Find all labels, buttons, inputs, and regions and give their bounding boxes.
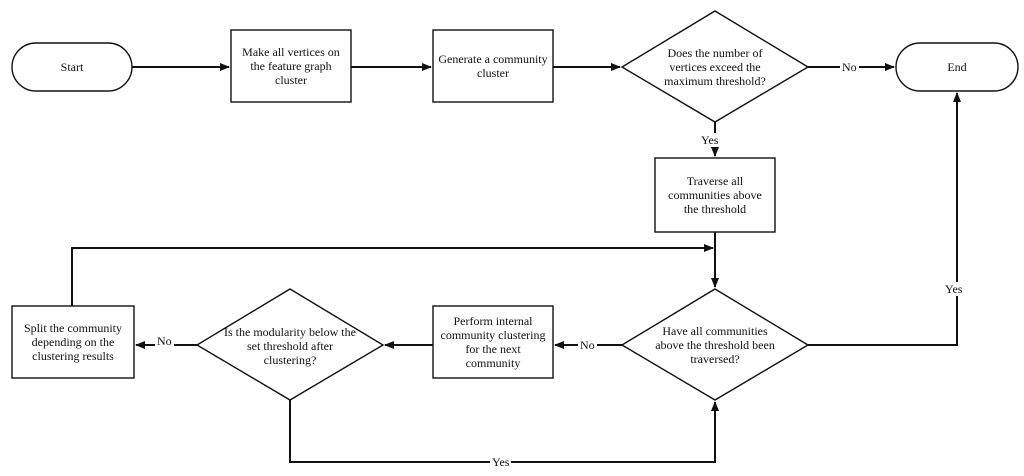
traversed-label: Have all communities above the threshold… [655,324,775,366]
edge-modularity-yes-loop [289,400,719,463]
start-label: Start [60,60,84,74]
traversed-yes-label: Yes [943,282,965,296]
split-label: Split the community depending on the clu… [24,321,122,363]
perform-box [432,305,554,379]
exceed-label: Does the number of vertices exceed the m… [664,46,766,88]
generate-label: Generate a community cluster [438,52,548,80]
modularity-label: Is the modularity below the set threshol… [224,325,356,367]
traverse-label: Traverse all communities above the thres… [668,174,762,216]
split-box [11,305,135,379]
edge-traversed-yes-to-end [808,92,961,346]
end-terminal [895,42,1019,92]
traverse-box [654,157,776,233]
generate-box [432,29,554,103]
exceed-no-label: No [840,60,859,74]
edge-split-loop-back [71,244,714,306]
traversed-no-label: No [578,338,597,352]
make-vertices-box [230,29,352,103]
make-vertices-label: Make all vertices on the feature graph c… [242,45,340,87]
perform-label: Perform internal community clustering fo… [440,314,546,370]
modularity-yes-label: Yes [490,455,512,469]
exceed-yes-label: Yes [699,133,721,147]
traversed-decision [620,288,810,401]
end-label: End [947,60,967,74]
modularity-no-label: No [155,334,174,348]
